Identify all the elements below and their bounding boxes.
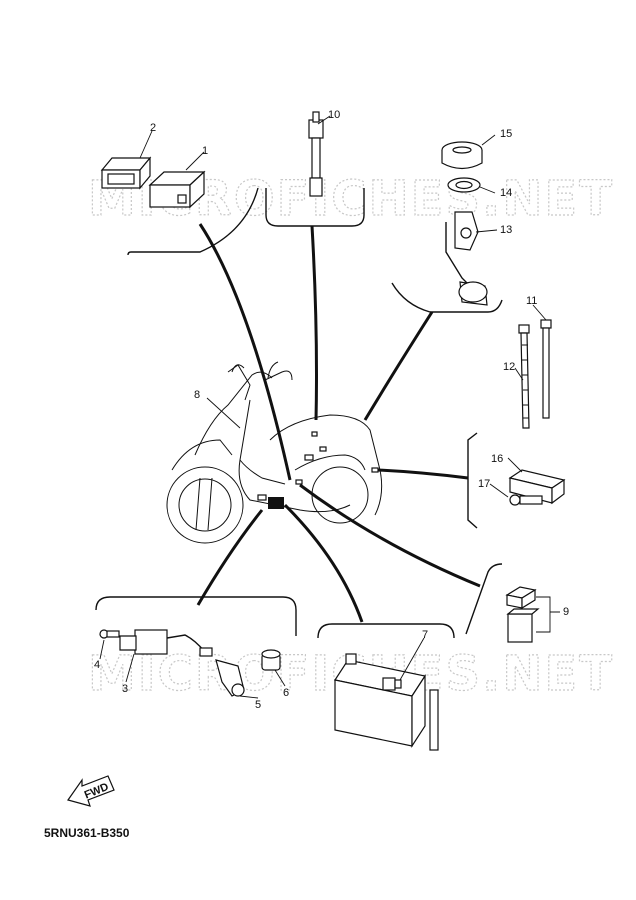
part-ignitor-unit [148,170,206,209]
part-coil-bolt [99,629,120,639]
part-cable-tie-11 [540,319,552,419]
part-ignition-coil [119,629,213,657]
callout-13: 13 [500,224,512,236]
group-frame-fuse [465,563,503,635]
callout-6: 6 [283,687,289,699]
connector-lines [196,223,481,623]
part-thermo-unit [308,111,324,197]
group-frame-thermo [265,188,365,227]
group-frame-battery [317,623,455,639]
callout-3: 3 [122,683,128,695]
callout-4: 4 [94,659,100,671]
scooter-outline [166,361,383,544]
part-fuel-sender [445,211,488,306]
callout-2: 2 [150,122,156,134]
part-relay-bolt [509,494,543,506]
callout-17: 17 [478,478,490,490]
callout-8: 8 [194,389,200,401]
callout-15: 15 [500,128,512,140]
part-battery [334,653,439,751]
callout-12: 12 [503,361,515,373]
callout-14: 14 [500,187,512,199]
callout-1: 1 [202,145,208,157]
part-relay-9 [505,586,560,643]
part-plug-cap-cover [261,649,281,671]
forward-arrow: FWD [67,775,115,807]
group-frame-coil [95,596,297,636]
part-spark-plug-cap [215,659,245,697]
callout-9: 9 [563,606,569,618]
callout-numbers: 1 2 3 4 5 6 7 8 9 10 11 12 13 14 15 16 1… [94,109,569,711]
callout-7: 7 [422,629,428,641]
document-code: 5RNU361-B350 [44,826,130,840]
part-ignitor-cover [100,156,152,190]
part-fuel-grommet [441,141,483,170]
group-frame-fuel [391,282,503,313]
callout-10: 10 [328,109,340,121]
callout-16: 16 [491,453,503,465]
part-fuel-gasket [447,177,481,193]
group-frame-ignition [127,187,259,256]
callout-11: 11 [526,295,537,307]
leader-lines [99,115,547,699]
callout-5: 5 [255,699,261,711]
group-frame-relay [467,432,478,529]
part-cable-tie-12 [518,324,530,429]
